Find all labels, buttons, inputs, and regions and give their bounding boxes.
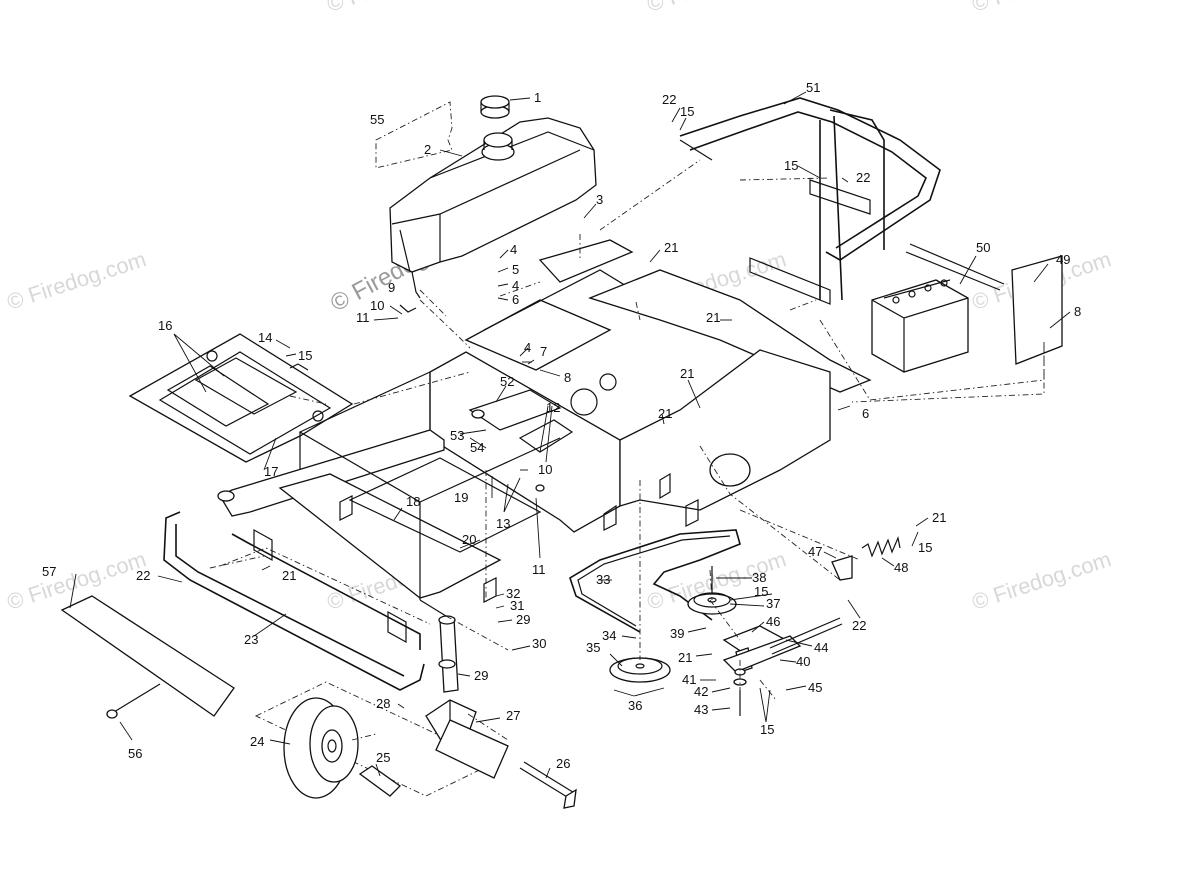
callout-22: 22 [856,170,870,185]
callout-21: 21 [282,568,296,583]
callout-57: 57 [42,564,56,579]
callout-11: 11 [356,310,370,325]
callout-15: 15 [918,540,932,555]
callout-50: 50 [976,240,990,255]
callout-30: 30 [532,636,546,651]
callout-25: 25 [376,750,390,765]
callout-21: 21 [932,510,946,525]
callout-labels: 1 2 3 4 5 4 6 7 4 8 9 10 11 12 13 14 15 … [42,80,1081,771]
callout-52: 52 [500,374,514,389]
caster-wheel [106,615,577,809]
callout-21: 21 [664,240,678,255]
callout-9: 9 [388,280,395,295]
watermark-text: © Firedog.com [644,0,789,17]
callout-10: 10 [370,298,384,313]
callout-48: 48 [894,560,908,575]
watermark-text: © Firedog.com [324,0,469,17]
callout-15: 15 [298,348,312,363]
callout-16: 16 [158,318,172,333]
callout-40: 40 [796,654,810,669]
callout-11: 11 [532,562,546,577]
callout-41: 41 [682,672,696,687]
callout-4: 4 [524,340,531,355]
callout-4: 4 [512,278,519,293]
watermark-text: © Firedog.com [969,0,1114,17]
callout-55: 55 [370,112,384,127]
callout-42: 42 [694,684,708,699]
callout-36: 36 [628,698,642,713]
callout-2: 2 [424,142,431,157]
callout-18: 18 [406,494,420,509]
callout-21: 21 [706,310,720,325]
callout-27: 27 [506,708,520,723]
callout-21: 21 [658,406,672,421]
callout-15: 15 [760,722,774,737]
callout-33: 33 [596,572,610,587]
callout-35: 35 [586,640,600,655]
callout-15: 15 [754,584,768,599]
callout-37: 37 [766,596,780,611]
callout-21: 21 [680,366,694,381]
seat-plate [128,333,354,463]
callout-56: 56 [128,746,142,761]
callout-6: 6 [862,406,869,421]
callout-7: 7 [540,344,547,359]
callout-8: 8 [1074,304,1081,319]
callout-28: 28 [376,696,390,711]
main-frame [217,239,872,617]
callout-45: 45 [808,680,822,695]
watermark-text: © Firedog.com [969,546,1114,614]
callout-23: 23 [244,632,258,647]
leader-lines [69,91,1071,779]
callout-49: 49 [1056,252,1070,267]
callout-31: 31 [510,598,524,613]
callout-32: 32 [506,586,520,601]
fuel-tank [375,95,597,313]
callout-13: 13 [496,516,510,531]
assembly-lines [209,159,1045,741]
callout-19: 19 [454,490,468,505]
callout-4: 4 [510,242,517,257]
callout-5: 5 [512,262,519,277]
callout-14: 14 [258,330,272,345]
callout-20: 20 [462,532,476,547]
callout-54: 54 [470,440,484,455]
callout-15: 15 [680,104,694,119]
callout-43: 43 [694,702,708,717]
callout-44: 44 [814,640,828,655]
callout-29: 29 [474,668,488,683]
callout-3: 3 [596,192,603,207]
callout-8: 8 [564,370,571,385]
drive-belt [569,529,901,716]
callout-51: 51 [806,80,820,95]
callout-6: 6 [512,292,519,307]
callout-46: 46 [766,614,780,629]
callout-26: 26 [556,756,570,771]
battery [871,243,1063,373]
callout-24: 24 [250,734,264,749]
callout-10: 10 [538,462,552,477]
callout-12: 12 [546,400,560,415]
callout-47: 47 [808,544,822,559]
callout-21: 21 [678,650,692,665]
callout-22: 22 [852,618,866,633]
roll-bar [679,97,941,305]
callout-17: 17 [264,464,278,479]
callout-38: 38 [752,570,766,585]
callout-22: 22 [662,92,676,107]
callout-53: 53 [450,428,464,443]
front-bumper [60,511,425,717]
callout-29: 29 [516,612,530,627]
callout-1: 1 [534,90,541,105]
callout-15: 15 [784,158,798,173]
callout-22: 22 [136,568,150,583]
callout-34: 34 [602,628,616,643]
watermark-text: © Firedog.com [4,246,149,314]
callout-39: 39 [670,626,684,641]
